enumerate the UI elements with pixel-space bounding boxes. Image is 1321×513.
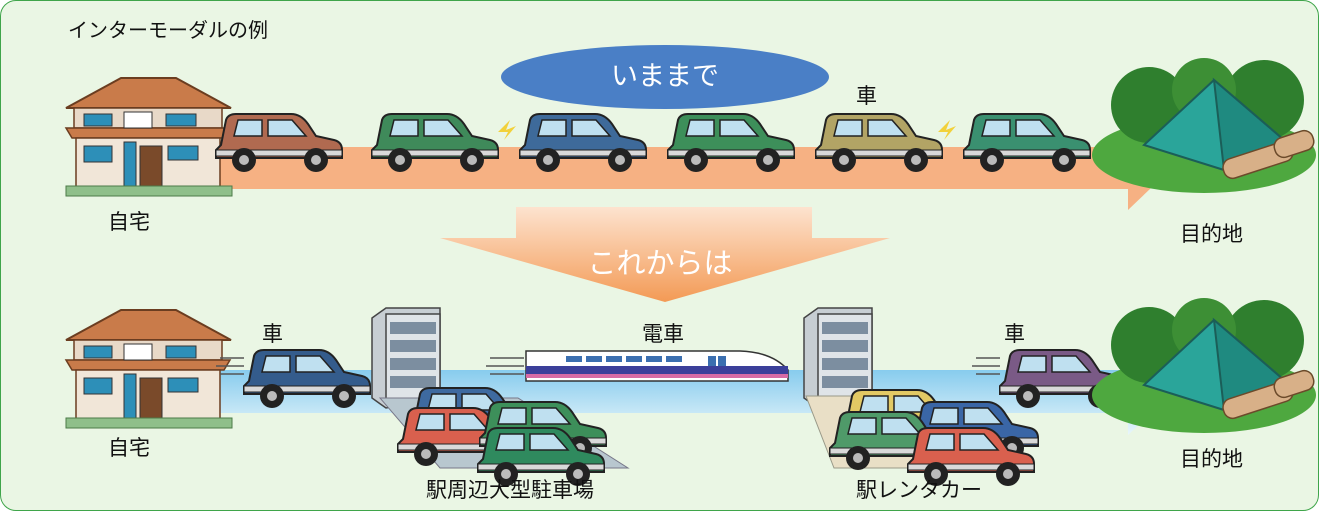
bottom-car2-label: 車 <box>1004 322 1025 346</box>
top-destination-label: 目的地 <box>1180 222 1243 246</box>
bottom-home-label: 自宅 <box>108 436 150 460</box>
parking-label: 駅周辺大型駐車場 <box>426 478 594 502</box>
train-label: 電車 <box>642 322 684 346</box>
transition-arrow <box>440 207 890 302</box>
top-campsite-icon <box>1091 57 1318 194</box>
diagram-title: インターモーダルの例 <box>68 18 268 42</box>
speed-lines <box>216 357 1000 375</box>
imamade-label: いままで <box>611 61 719 92</box>
bottom-house-icon <box>65 309 233 429</box>
top-car-label: 車 <box>856 84 877 108</box>
korekaraha-label: これからは <box>587 246 733 280</box>
honk-icon <box>938 120 956 140</box>
bottom-car1-label: 車 <box>262 322 283 346</box>
shinkansen-icon <box>486 350 789 382</box>
top-home-label: 自宅 <box>108 210 150 234</box>
bottom-campsite-icon <box>1091 297 1318 434</box>
bottom-destination-label: 目的地 <box>1180 447 1243 471</box>
rental-label: 駅レンタカー <box>856 478 982 502</box>
imamade-oval <box>501 45 829 109</box>
top-house-icon <box>65 77 233 197</box>
honk-icon <box>498 120 516 140</box>
